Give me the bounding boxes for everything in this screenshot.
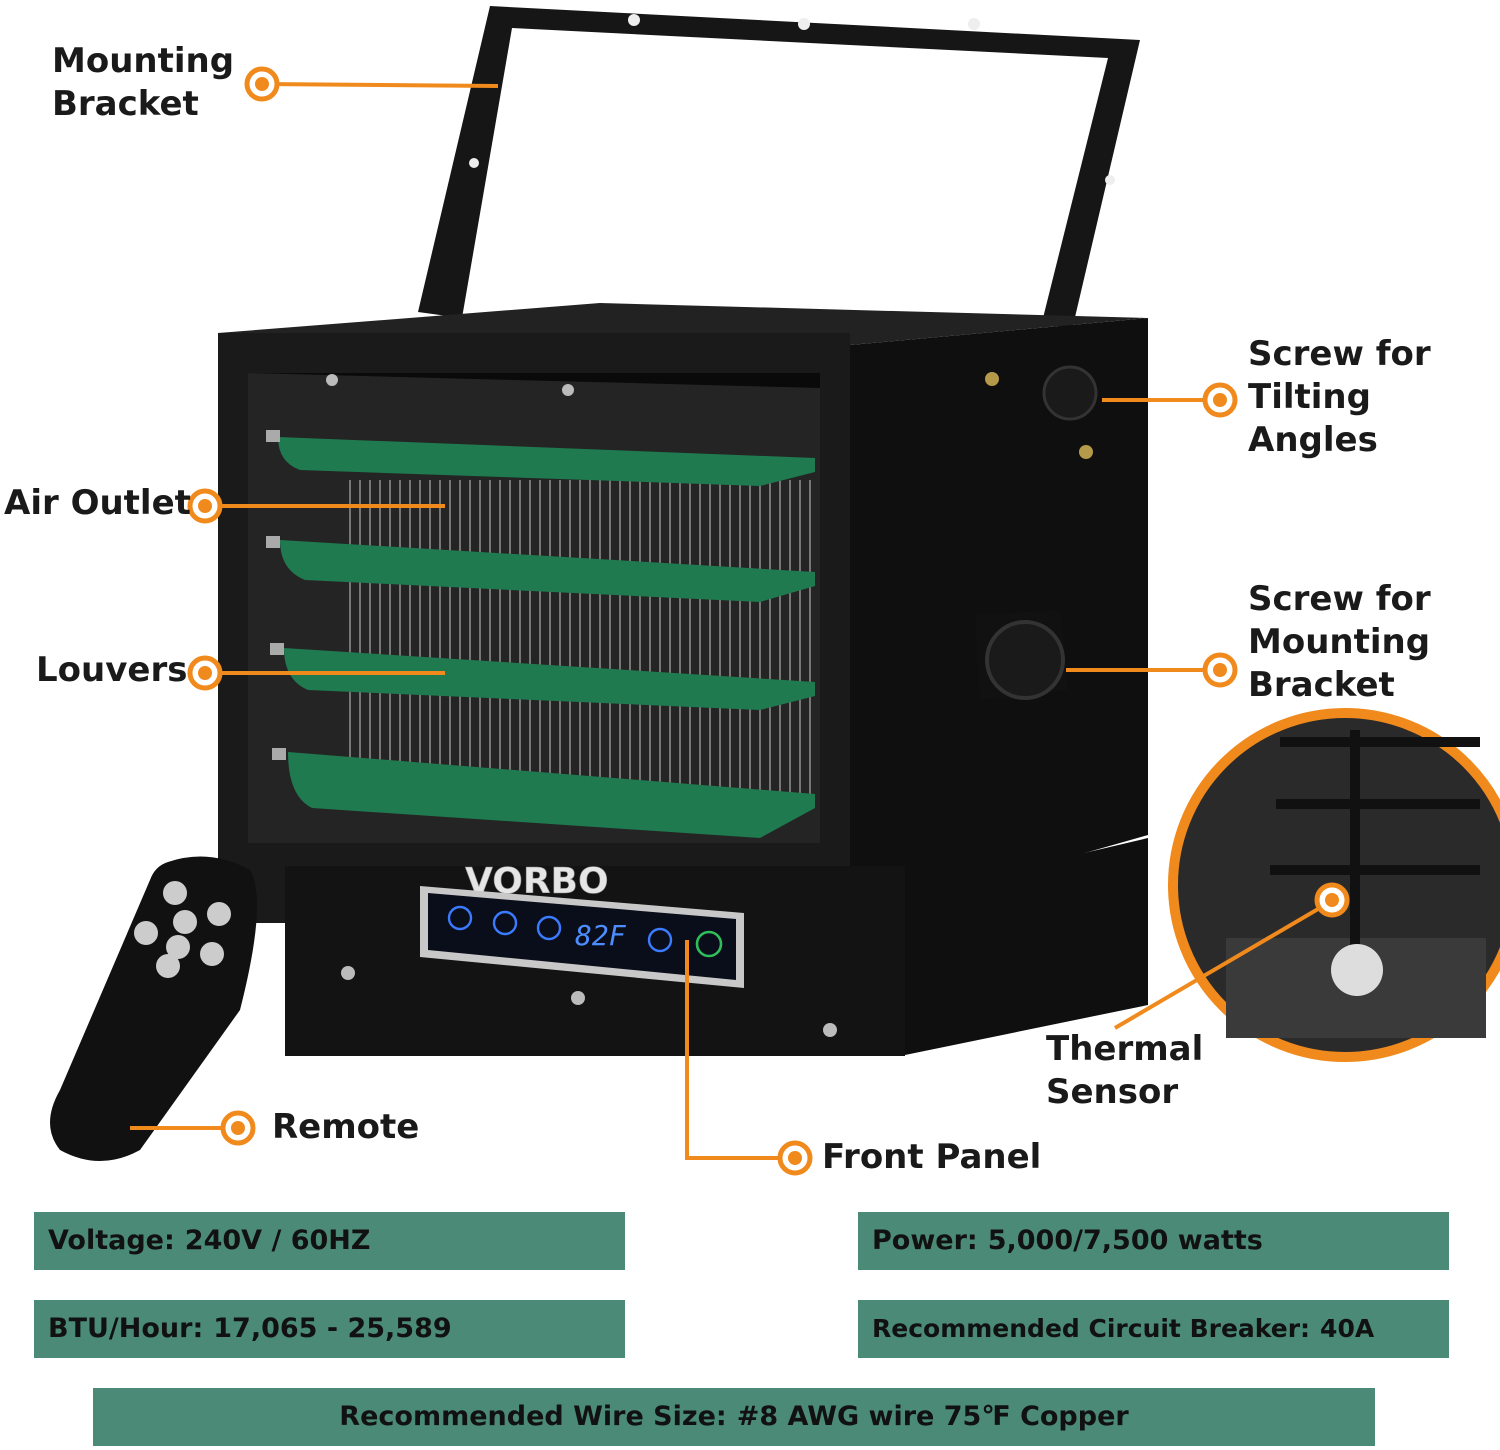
spec-power: Power: 5,000/7,500 watts: [858, 1212, 1449, 1270]
spec-label: Voltage:: [48, 1225, 175, 1256]
front-panel: 82F: [420, 886, 744, 988]
spec-value: 17,065 - 25,589: [213, 1313, 452, 1344]
callout-air-outlet: Air Outlet: [4, 483, 191, 523]
callout-mounting-bracket: Mounting Bracket: [52, 40, 234, 126]
svg-text:82F: 82F: [575, 919, 627, 952]
remote-control: [50, 856, 258, 1161]
spec-label: Recommended Wire Size:: [339, 1401, 727, 1432]
spec-value: 40A: [1320, 1314, 1375, 1343]
callout-line: Sensor: [1046, 1072, 1179, 1112]
control-box-side: [905, 838, 1148, 1055]
callout-line: Mounting: [1248, 622, 1431, 662]
spec-value: #8 AWG wire 75℉ Copper: [736, 1401, 1129, 1432]
spec-btu: BTU/Hour: 17,065 - 25,589: [34, 1300, 625, 1358]
callout-line: Bracket: [1248, 665, 1395, 705]
callout-line: Bracket: [52, 84, 199, 124]
louvers: [266, 430, 815, 838]
callout-remote: Remote: [272, 1107, 420, 1147]
callout-line: Angles: [1248, 420, 1378, 460]
air-outlet-grille: [349, 480, 811, 810]
callout-louvers: Louvers: [36, 650, 188, 690]
spec-voltage: Voltage: 240V / 60HZ: [34, 1212, 625, 1270]
spec-label: BTU/Hour:: [48, 1313, 204, 1344]
spec-circuit-breaker: Recommended Circuit Breaker: 40A: [858, 1300, 1449, 1358]
callout-line: Thermal: [1046, 1029, 1204, 1069]
callout-line: Screw for: [1248, 334, 1431, 374]
callout-screw-mounting: Screw for Mounting Bracket: [1248, 578, 1431, 707]
tilting-screw: [975, 365, 1098, 700]
mounting-bracket: [418, 6, 1140, 330]
callout-screw-tilting: Screw for Tilting Angles: [1248, 333, 1431, 462]
callout-thermal-sensor: Thermal Sensor: [1046, 1028, 1203, 1114]
callout-line: Mounting: [52, 41, 235, 81]
spec-wire-size: Recommended Wire Size: #8 AWG wire 75℉ Co…: [93, 1388, 1375, 1446]
spec-value: 5,000/7,500 watts: [987, 1225, 1263, 1256]
callout-front-panel: Front Panel: [822, 1137, 1042, 1177]
callout-line: Tilting: [1248, 377, 1371, 417]
spec-label: Power:: [872, 1225, 978, 1256]
spec-value: 240V / 60HZ: [184, 1225, 371, 1256]
callout-line: Screw for: [1248, 579, 1431, 619]
spec-label: Recommended Circuit Breaker:: [872, 1314, 1311, 1343]
callout-lines: [130, 82, 1332, 1160]
